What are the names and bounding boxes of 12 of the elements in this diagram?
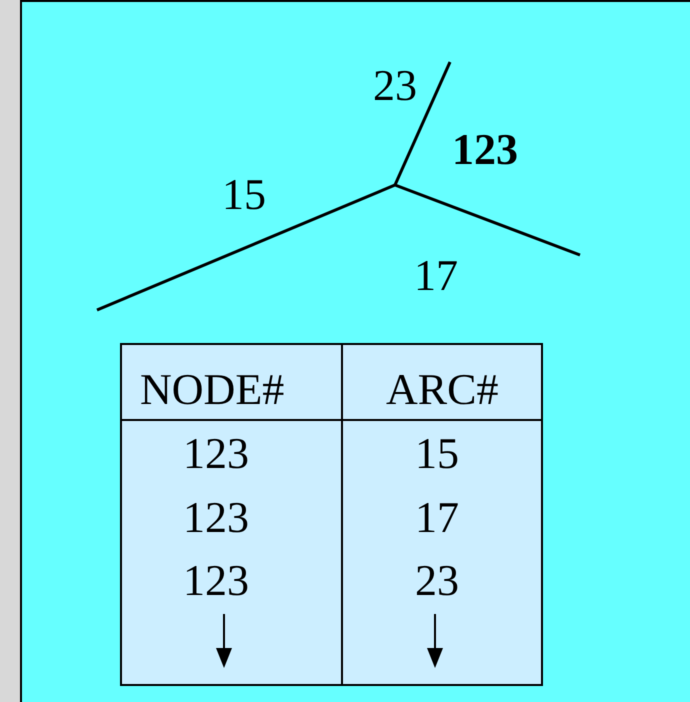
column-header: ARC# xyxy=(386,366,498,414)
table-cell: 123 xyxy=(183,557,249,605)
arc-number: 15 xyxy=(222,171,266,219)
table-cell: 15 xyxy=(415,430,459,478)
arc-number: 17 xyxy=(414,252,458,300)
arc-number: 23 xyxy=(373,62,417,110)
column-header: NODE# xyxy=(140,366,284,414)
table-cell: 23 xyxy=(415,557,459,605)
table-cell: 17 xyxy=(415,494,459,542)
node-number: 123 xyxy=(452,126,518,174)
table-cell: 123 xyxy=(183,430,249,478)
table-cell: 123 xyxy=(183,494,249,542)
